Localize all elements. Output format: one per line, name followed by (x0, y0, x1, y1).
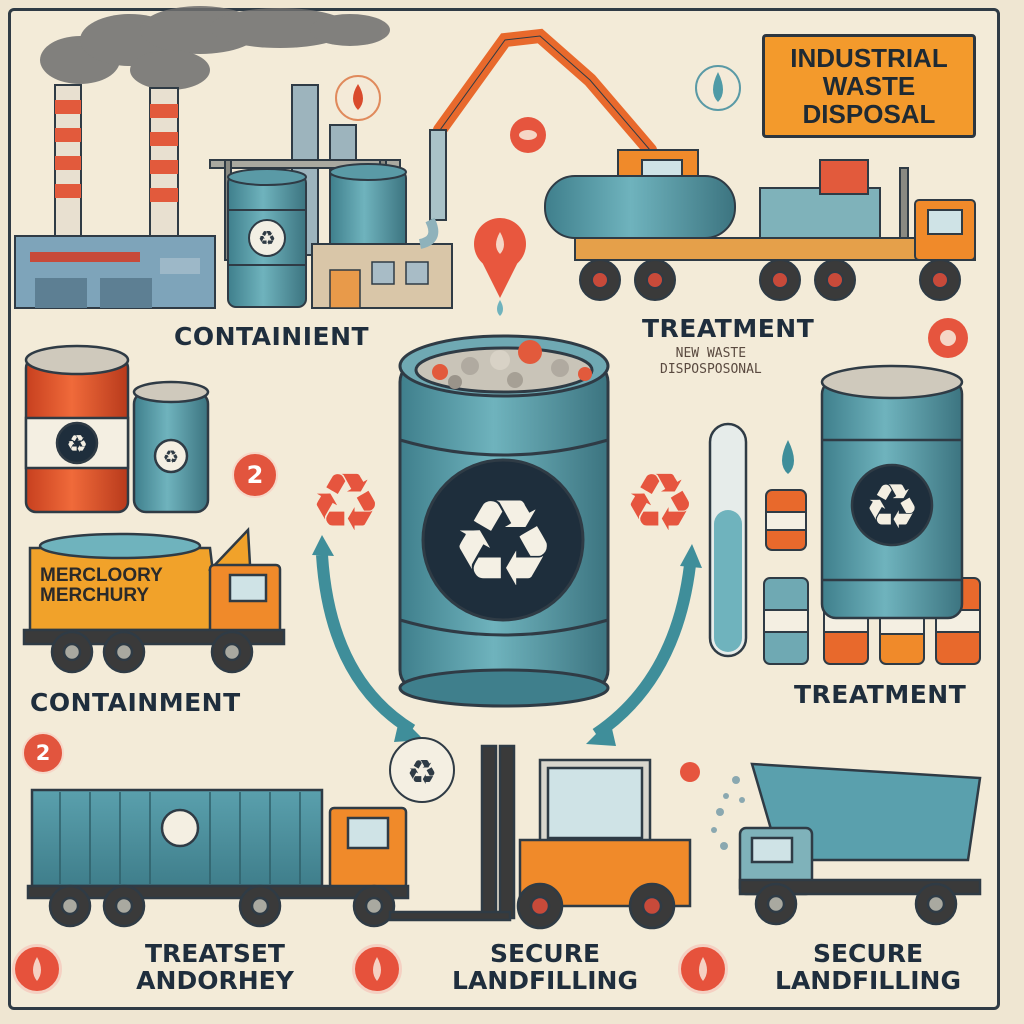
heading-treatment-top: TREATMENT (642, 314, 815, 343)
tanker-truck (544, 159, 976, 301)
treatment-top-subtitle: NEW WASTE DISPOSPOSONAL (660, 346, 762, 377)
svg-text:♻: ♻ (407, 753, 437, 793)
falling-debris (711, 776, 745, 850)
central-barrel: ♻ (398, 334, 610, 708)
factory-building (14, 235, 216, 309)
heading-treatment-mid: TREATMENT (794, 680, 967, 709)
test-tube (708, 422, 748, 658)
step-badge-top: 2 (232, 452, 278, 498)
pin-drop-icon (474, 218, 526, 316)
drop-icon-blue (782, 440, 794, 474)
chimney-right (149, 87, 179, 241)
svg-text:♻: ♻ (66, 430, 88, 458)
title-box: INDUSTRIAL WASTE DISPOSAL (762, 34, 976, 138)
hazard-icon-small (510, 117, 546, 153)
orange-barrel: ♻ (24, 344, 130, 514)
chimney-left (54, 84, 82, 241)
smoke-cloud (40, 6, 390, 90)
bottom-label-middle: SECURE LANDFILLING (452, 939, 638, 995)
mercury-truck-label: MERCLOORY MERCHURY (40, 565, 163, 606)
svg-text:♻: ♻ (624, 456, 696, 549)
bottom-label-left: TREATSET ANDORHEY (136, 939, 294, 995)
svg-text:♻: ♻ (163, 447, 179, 468)
warning-icon-right (678, 944, 728, 994)
drop-icon-right (695, 65, 741, 111)
teal-barrel-small: ♻ (132, 380, 210, 514)
recycle-icon-right: ♻ (624, 456, 696, 549)
warehouse (311, 243, 453, 309)
svg-text:♻: ♻ (449, 475, 557, 614)
tipper-truck (738, 762, 982, 926)
hazard-icon-right (928, 318, 968, 358)
step-badge-mid: 2 (22, 732, 64, 774)
storage-tank-left: ♻ (227, 168, 307, 308)
container-truck (26, 788, 410, 928)
page-title: INDUSTRIAL WASTE DISPOSAL (790, 43, 948, 129)
hazard-icon-bottom-right (680, 762, 700, 782)
arrow-icon-right (586, 544, 702, 746)
heading-containment-mid: CONTAINMENT (30, 688, 241, 717)
bottom-label-right: SECURE LANDFILLING (775, 939, 961, 995)
recycle-icon-left: ♻ (310, 456, 382, 549)
drop-icon-top (335, 75, 381, 121)
svg-text:♻: ♻ (310, 456, 382, 549)
forklift (388, 744, 692, 930)
heading-containment-top: CONTAINIENT (174, 322, 370, 351)
storage-tank-right (329, 163, 407, 261)
warning-icon-left (12, 944, 62, 994)
svg-text:♻: ♻ (864, 470, 920, 543)
mercury-dump-truck (22, 527, 286, 674)
teal-barrel-right: ♻ (820, 364, 964, 620)
svg-text:♻: ♻ (258, 226, 276, 250)
recycle-badge-bottom: ♻ (389, 737, 455, 803)
arrow-icon-left (312, 535, 424, 742)
warning-icon-middle (352, 944, 402, 994)
